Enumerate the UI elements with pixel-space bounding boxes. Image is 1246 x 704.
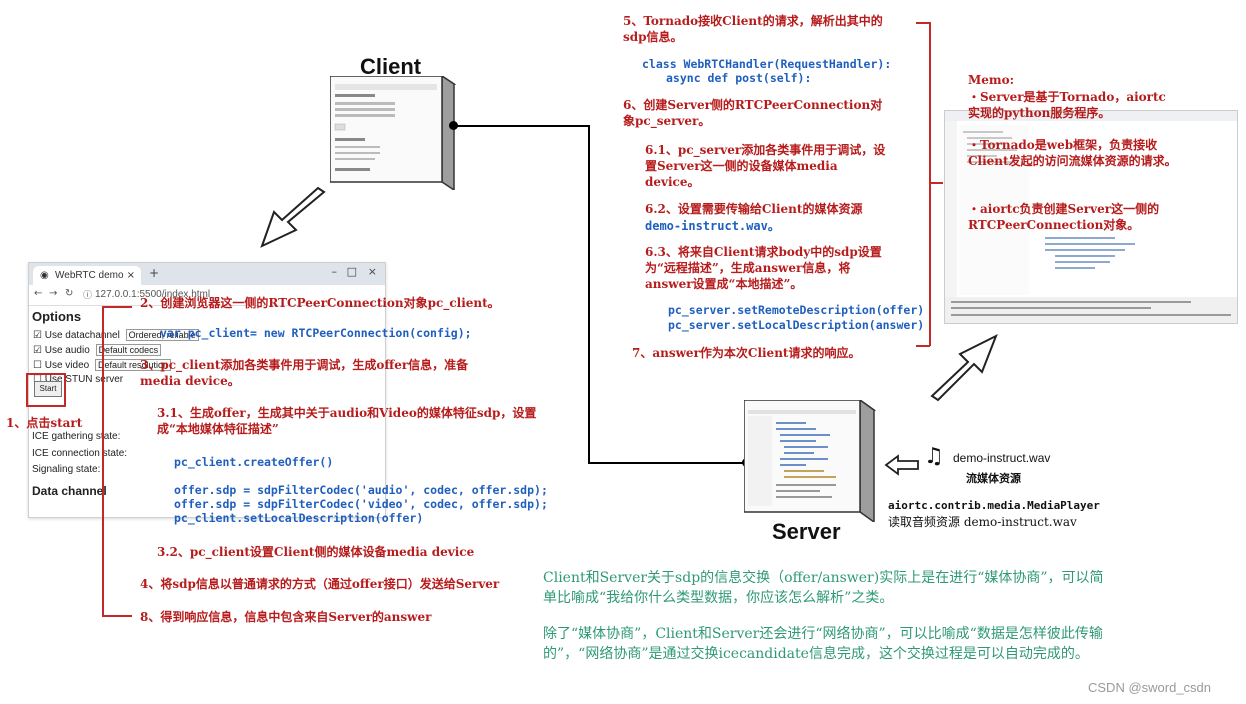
code-create-offer: pc_client.createOffer() xyxy=(174,455,334,469)
code-class-handler: class WebRTCHandler(RequestHandler): xyxy=(642,57,892,71)
media-reading-label: 读取音频资源 demo-instruct.wav xyxy=(888,515,1077,529)
arrow-server-to-ide-icon xyxy=(930,333,998,402)
stun-row: ☐ Use STUN server xyxy=(33,374,123,385)
browser-tabbar: ◉ WebRTC demo × + – □ × xyxy=(29,263,385,285)
datachannel-row: ☑ Use datachannel Ordered, reliable xyxy=(33,329,199,341)
video-checkbox[interactable]: ☐ xyxy=(33,360,42,371)
step-2-code: var pc_client= new RTCPeerConnection(con… xyxy=(160,326,472,340)
ide-content xyxy=(945,111,1237,323)
new-tab-icon[interactable]: + xyxy=(149,266,160,280)
stun-checkbox[interactable]: ☐ xyxy=(33,374,42,385)
server-box-shape xyxy=(741,398,877,524)
start-highlight xyxy=(26,373,66,407)
step-4: 4、将sdp信息以普通请求的方式（通过offer接口）发送给Server xyxy=(140,577,500,591)
forward-icon[interactable]: → xyxy=(49,288,58,299)
browser-tab[interactable]: ◉ WebRTC demo × xyxy=(33,266,141,285)
video-label: Use video xyxy=(44,360,90,371)
connector-line-h1 xyxy=(455,125,589,127)
memo-line-2: ・Tornado是web框架，负责接收Client发起的访问流媒体资源的请求。 xyxy=(968,138,1177,168)
step-7: 7、answer作为本次Client请求的响应。 xyxy=(632,346,861,360)
back-icon[interactable]: ← xyxy=(34,288,43,299)
memo-title: Memo: xyxy=(968,73,1015,87)
signaling-state: Signaling state: xyxy=(32,464,101,475)
code-filter-video: offer.sdp = sdpFilterCodec('video', code… xyxy=(174,497,548,511)
right-bracket-tick xyxy=(929,182,943,184)
step-3: 3、pc_client添加各类事件用于调试，生成offer信息，准备media … xyxy=(140,358,469,388)
media-file: demo-instruct.wav xyxy=(953,451,1051,465)
step-6: 6、创建Server侧的RTCPeerConnection对象pc_server… xyxy=(623,98,883,128)
watermark: CSDN @sword_csdn xyxy=(1088,680,1212,695)
browser-window: ◉ WebRTC demo × + – □ × ← → ↻ ⓘ 127.0.0.… xyxy=(28,262,386,518)
step-1: 1、点击start xyxy=(6,416,83,430)
step-6-2: 6.2、设置需要传输给Client的媒体资源 xyxy=(645,202,863,216)
right-bracket-bottom xyxy=(916,345,930,347)
right-bracket-v xyxy=(929,22,931,346)
audio-row: ☑ Use audio Default codecs xyxy=(33,344,162,356)
ice-gathering-state: ICE gathering state: xyxy=(32,431,121,442)
ice-connection-state: ICE connection state: xyxy=(32,448,128,459)
address-input[interactable]: 127.0.0.1:5500/index.html xyxy=(95,289,211,300)
step-6-3: 6.3、将来自Client请求body中的sdp设置为“远程描述”，生成answ… xyxy=(645,245,882,291)
right-bracket-top xyxy=(916,22,930,24)
step-3-1: 3.1、生成offer，生成其中关于audio和Video的媒体特征sdp，设置… xyxy=(157,406,537,436)
info-icon: ⓘ xyxy=(83,291,93,301)
server-machine xyxy=(741,398,877,524)
code-set-local-answer: pc_server.setLocalDescription(answer) xyxy=(668,318,925,332)
window-minimize-icon[interactable]: – xyxy=(331,265,338,278)
globe-icon: ◉ xyxy=(40,270,49,281)
note-media-negotiation: Client和Server关于sdp的信息交换（offer/answer)实际上… xyxy=(543,570,1104,606)
datachannel-checkbox[interactable]: ☑ xyxy=(33,330,42,341)
window-maximize-icon[interactable]: □ xyxy=(346,265,357,278)
server-title: Server xyxy=(772,519,841,544)
client-title: Client xyxy=(360,54,422,79)
audio-label: Use audio xyxy=(44,345,90,356)
code-async-post: async def post(self): xyxy=(666,71,812,85)
step-5: 5、Tornado接收Client的请求，解析出其中的sdp信息。 xyxy=(623,14,883,44)
step-2: 2、创建浏览器这一侧的RTCPeerConnection对象pc_client。 xyxy=(140,296,500,310)
step-8: 8、得到响应信息，信息中包含来自Server的answer xyxy=(140,610,432,624)
code-set-local: pc_client.setLocalDescription(offer) xyxy=(174,511,424,525)
client-connector-dot xyxy=(449,121,458,130)
address-bar: ← → ↻ ⓘ 127.0.0.1:5500/index.html xyxy=(29,285,385,306)
options-heading: Options xyxy=(32,309,82,324)
step-6-2-file: demo-instruct.wav。 xyxy=(645,219,780,233)
window-close-icon[interactable]: × xyxy=(367,265,377,278)
code-filter-audio: offer.sdp = sdpFilterCodec('audio', code… xyxy=(174,483,548,497)
step-6-1: 6.1、pc_server添加各类事件用于调试，设置Server这一侧的设备媒体… xyxy=(645,143,886,189)
datachannel-select[interactable]: Ordered, reliable xyxy=(125,329,199,341)
stun-label: Use STUN server xyxy=(44,374,124,385)
tab-close-icon[interactable]: × xyxy=(126,270,135,281)
music-note-icon: ♫ xyxy=(924,444,944,469)
audio-select[interactable]: Default codecs xyxy=(95,344,162,356)
media-player-class: aiortc.contrib.media.MediaPlayer xyxy=(888,499,1100,512)
client-machine xyxy=(327,74,457,192)
reload-icon[interactable]: ↻ xyxy=(65,288,74,299)
left-bracket-top xyxy=(102,306,132,308)
audio-checkbox[interactable]: ☑ xyxy=(33,345,42,356)
left-bracket-bottom xyxy=(102,615,132,617)
ide-screenshot xyxy=(944,110,1238,324)
connector-line-h2 xyxy=(588,462,746,464)
datachannel-label: Use datachannel xyxy=(44,330,120,341)
data-channel-heading: Data channel xyxy=(32,484,107,498)
video-row: ☐ Use video Default resolution xyxy=(33,359,172,371)
left-bracket-v xyxy=(102,306,104,617)
video-select[interactable]: Default resolution xyxy=(95,359,172,371)
arrow-client-to-browser-icon xyxy=(260,186,326,248)
arrow-media-to-server-icon xyxy=(884,454,919,476)
start-button[interactable]: Start xyxy=(34,381,62,397)
browser-tab-title: WebRTC demo xyxy=(55,270,124,281)
connector-line-v xyxy=(588,125,590,464)
media-resource-label: 流媒体资源 xyxy=(966,472,1021,485)
memo-line-3: ・aiortc负责创建Server这一侧的RTCPeerConnection对象… xyxy=(968,202,1160,232)
client-box-shape xyxy=(327,74,457,192)
step-3-2: 3.2、pc_client设置Client侧的媒体设备media device xyxy=(157,545,475,559)
code-set-remote: pc_server.setRemoteDescription(offer) xyxy=(668,303,925,317)
note-network-negotiation: 除了“媒体协商”，Client和Server还会进行“网络协商”，可以比喻成“数… xyxy=(543,626,1103,662)
memo-line-1: ・Server是基于Tornado，aiortc实现的python服务程序。 xyxy=(968,90,1166,120)
